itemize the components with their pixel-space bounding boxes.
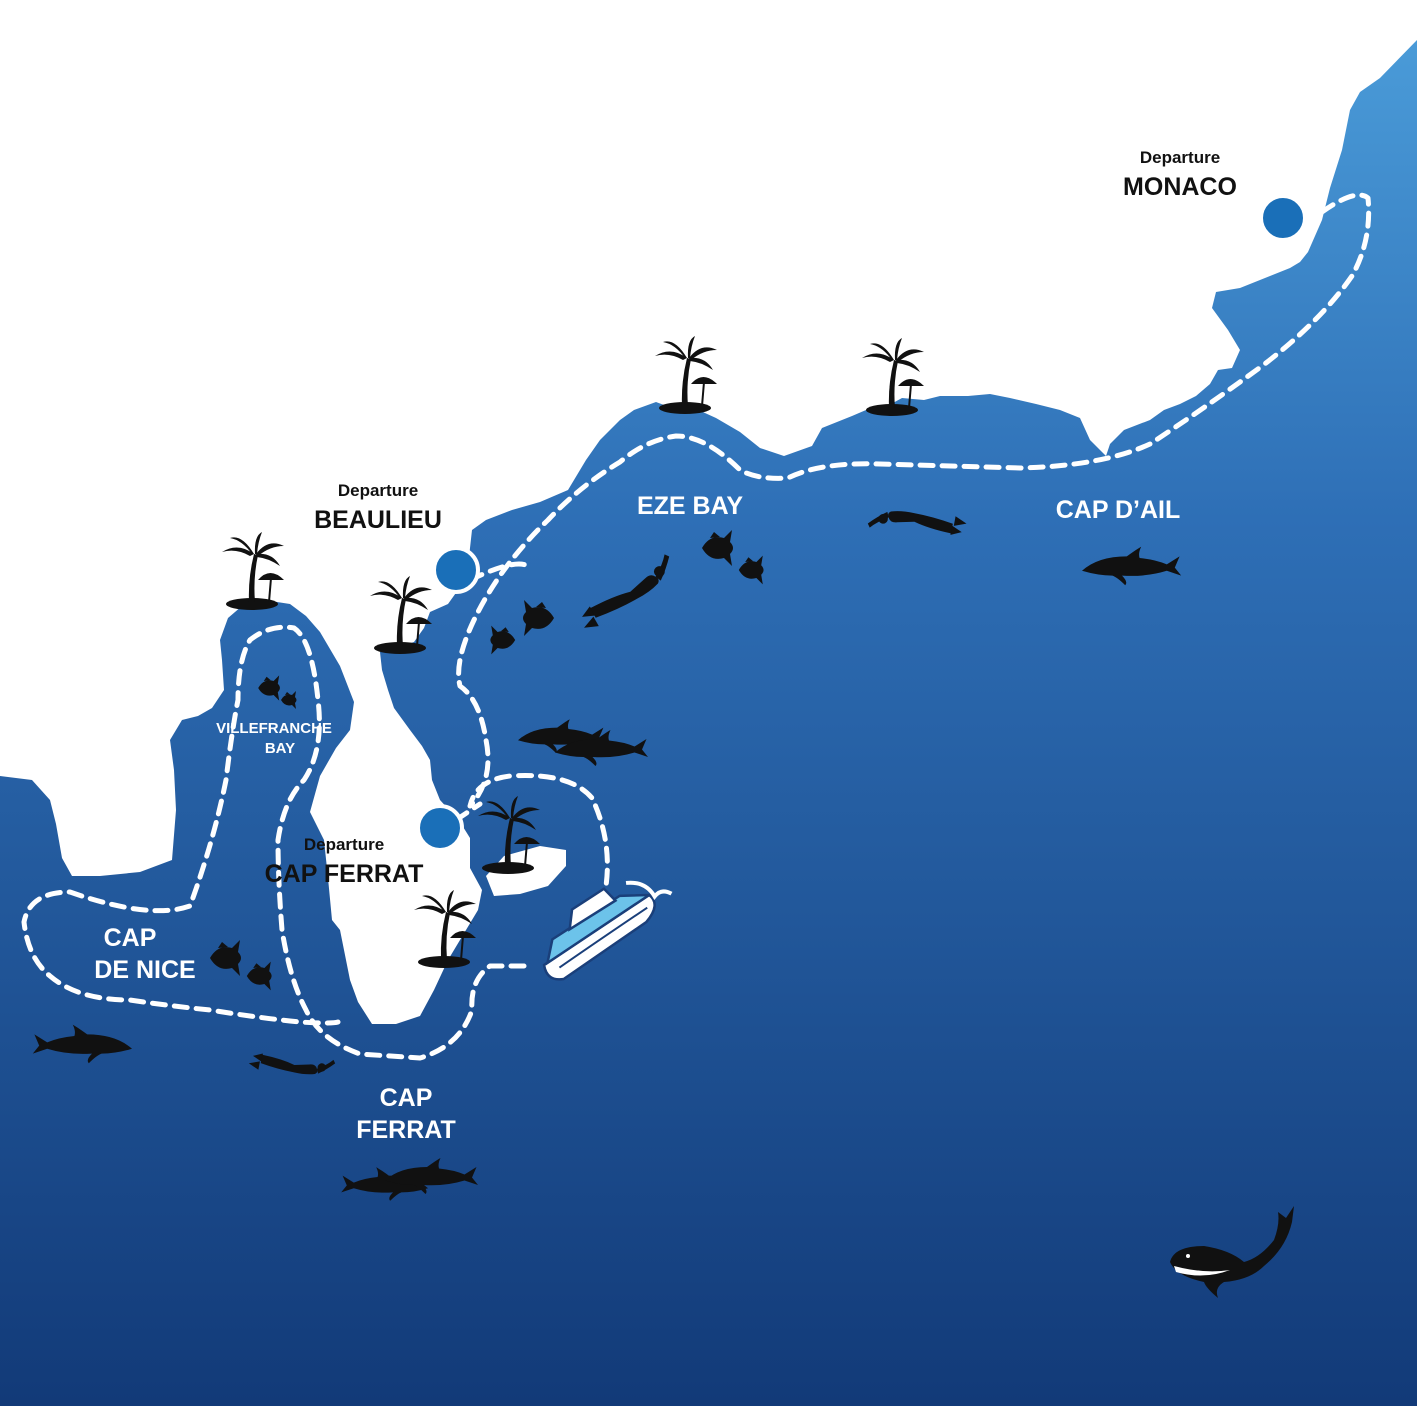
palm-tree-icon — [655, 336, 717, 414]
departure-name: MONACO — [1123, 173, 1237, 201]
villefranche-bay-label-line2: BAY — [265, 740, 295, 757]
cap-ferrat-bay — [432, 836, 462, 910]
departure-name: BEAULIEU — [314, 506, 442, 534]
departure-name: CAP FERRAT — [265, 860, 424, 888]
departure-caption: Departure — [338, 481, 418, 500]
eze-bay-label: EZE BAY — [637, 492, 743, 520]
villefranche-bay-label-line1: VILLEFRANCHE — [216, 720, 332, 737]
cap-ferrat-departure-marker-icon[interactable] — [416, 804, 464, 852]
cap-de-nice-label-line2: DE NICE — [94, 956, 195, 984]
cap-ferrat-departure-label: Departure CAP FERRAT — [265, 835, 424, 888]
departure-caption: Departure — [1140, 148, 1220, 167]
sea-area — [0, 40, 1417, 1406]
cap-ferrat-label-line2: FERRAT — [356, 1116, 456, 1144]
departure-caption: Departure — [304, 835, 384, 854]
beaulieu-departure-marker-icon[interactable] — [432, 546, 480, 594]
cap-ferrat-label-line1: CAP — [380, 1084, 433, 1112]
speedboat-icon[interactable] — [525, 861, 682, 985]
boat-route — [21, 192, 1372, 1061]
monaco-departure-marker-icon[interactable] — [1259, 194, 1307, 242]
cap-de-nice-label-line1: CAP — [104, 924, 157, 952]
cap-dail-label: CAP D’AIL — [1056, 496, 1181, 524]
palm-tree-icon — [222, 532, 284, 610]
beaulieu-departure-label: Departure BEAULIEU — [314, 481, 442, 534]
monaco-departure-label: Departure MONACO — [1123, 148, 1237, 201]
